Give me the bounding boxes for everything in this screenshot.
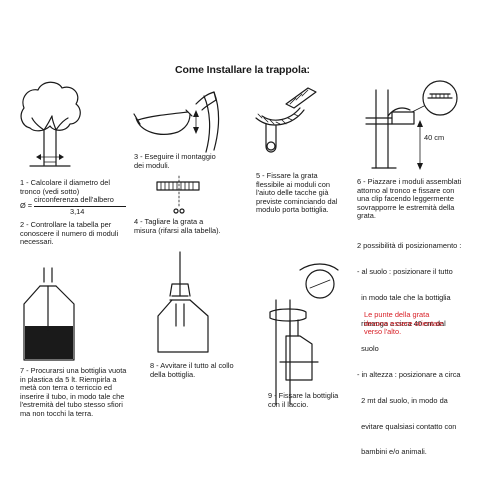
step5-line: flessibile ai moduli con [256,179,330,189]
step8-line: 8 - Avvitare il tutto al collo [150,361,234,370]
step1-line: tronco (vedi sotto) [20,186,80,196]
positioning-line: - al suolo : posizionare il tutto [357,266,453,276]
step5-line: modulo porta bottiglia. [256,205,329,215]
step7-line: in plastica da 5 lt. Riempirla a [20,374,117,384]
step8-text: 8 - Avvitare il tutto al collo della bot… [150,361,234,379]
step4-text: 4 - Tagliare la grata a misura (rifarsi … [134,217,221,235]
step6-line: grata. [357,211,376,221]
step7-text: 7 - Procurarsi una bottiglia vuota in pl… [20,366,127,419]
step2-text: 2 - Controllare la tabella per conoscere… [20,220,119,247]
step2-line: necessari. [20,237,54,247]
formula-fraction-bar [34,206,126,207]
step1-text: 1 - Calcolare il diametro del tronco (ve… [20,178,110,196]
step2-line: 2 - Controllare la tabella per [20,220,112,229]
step7-line: 7 - Procurarsi una bottiglia vuota [20,366,127,375]
warning-line: devono essere orientate [364,318,444,328]
warning-text: Le punte della grata devono essere orien… [364,310,444,337]
module-assembly-illustration [133,91,220,153]
step6-text: 6 - Piazzare i moduli assemblati attorno… [357,177,462,221]
measure-label: 40 cm [424,133,445,142]
bottle-filled-illustration [23,267,75,361]
bottle-fixed-illustration [269,263,339,405]
bottle-capped-illustration [157,251,209,353]
positioning-line: bambini e/o animali. [357,447,427,457]
grid-fixing-illustration [255,87,317,153]
step5-line: l'aiuto delle tacche già [256,188,329,198]
positioning-line: evitare qualsiasi contatto con [357,421,457,431]
positioning-line: in modo tale che la bottiglia [357,292,451,302]
positioning-text: 2 possibilità di posizionamento : - al s… [357,225,461,466]
step4-line: misura (rifarsi alla tabella). [134,225,221,235]
step4-line: 4 - Tagliare la grata a [134,217,204,226]
step9-line: con il laccio. [268,399,309,409]
step3-text: 3 - Eseguire il montaggio dei moduli. [134,152,216,170]
step8-line: della bottiglia. [150,369,196,379]
step7-line: ma non tocchi la terra. [20,408,94,418]
step9-line: 9 - Fissare la bottiglia [268,391,339,400]
positioning-line: suolo [357,344,379,354]
page-title: Come Installare la trappola: [175,64,310,76]
formula-lhs: Ø = [20,201,33,210]
step2-line: conoscere il numero di moduli [20,228,119,238]
mounted-trap-illustration [365,80,458,170]
step3-line: dei moduli. [134,160,170,170]
step6-line: sovrapporre le estremità della [357,202,455,212]
step6-line: 6 - Piazzare i moduli assemblati [357,177,462,186]
warning-line: Le punte della grata [364,310,430,319]
formula-denominator: 3,14 [70,207,85,216]
positioning-line: 2 possibilità di posizionamento : [357,241,462,251]
step7-line: metà con terra o terriccio ed [20,383,113,393]
step5-text: 5 - Fissare la grata flessibile ai modul… [256,171,338,215]
tree-illustration [20,81,81,167]
positioning-line: 2 mt dal suolo, in modo da [357,395,448,405]
step7-line: inserire il tubo, in modo tale che [20,391,125,401]
positioning-line: rimanga a circa 40 cm dal [357,318,446,328]
cut-grid-illustration [156,175,200,214]
step1-line: 1 - Calcolare il diametro del [20,178,110,187]
formula-numerator: circonferenza dell'albero [34,195,114,204]
step5-line: 5 - Fissare la grata [256,171,318,180]
step7-line: l'estremità del tubo stesso sfiori [20,400,123,410]
step5-line: previste cominciando dal [256,196,338,206]
step9-text: 9 - Fissare la bottiglia con il laccio. [268,391,339,409]
warning-line: verso l'alto. [364,327,402,337]
step6-line: attorno al tronco e fissare con [357,185,455,195]
positioning-line: - in altezza : posizionare a circa [357,370,461,380]
step3-line: 3 - Eseguire il montaggio [134,152,216,161]
step6-line: una clip facendo leggermente [357,194,454,204]
